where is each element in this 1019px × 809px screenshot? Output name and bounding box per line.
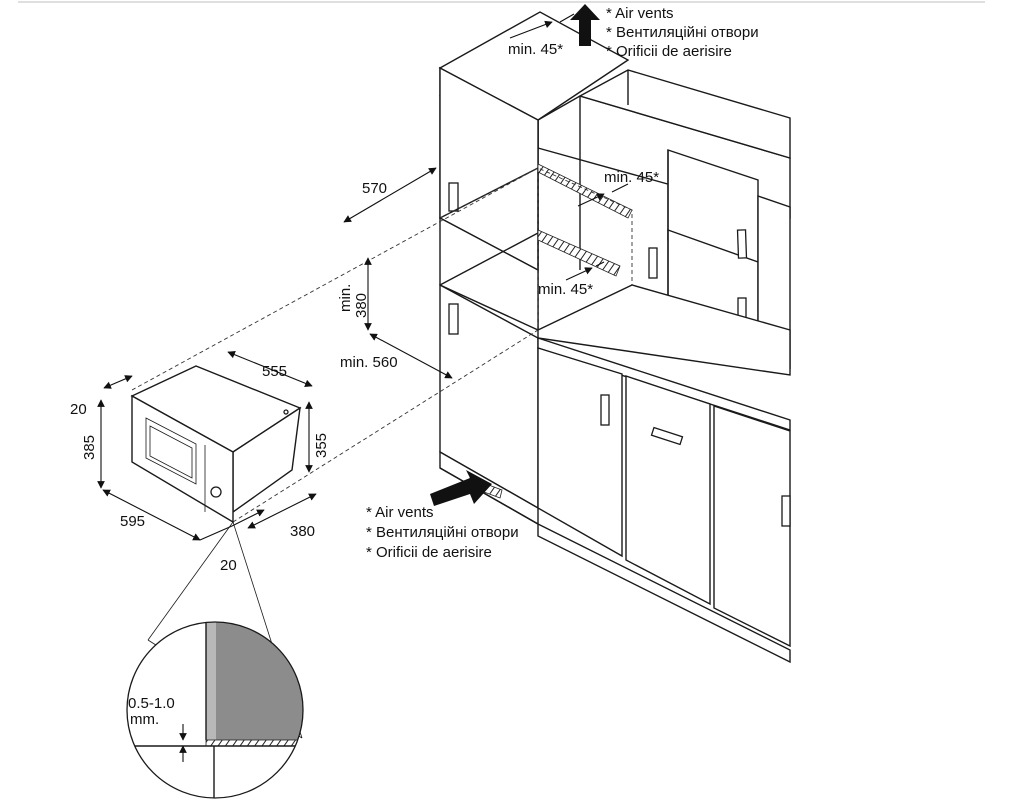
dim-vent-upper: min. 45* (604, 169, 659, 186)
dim-body-height: 355 (313, 433, 330, 458)
worktop (537, 284, 791, 376)
handle (736, 229, 748, 259)
dim-gap-line2: mm. (130, 711, 159, 728)
top-vent-line3: * Orificii de aerisire (606, 43, 732, 60)
vent-strip-lower (537, 229, 621, 277)
vent-arrow-right-icon (430, 470, 492, 506)
dim-niche-height: min. (337, 284, 354, 312)
kitchen-cabinets (438, 11, 791, 664)
handle (781, 495, 791, 527)
top-vent-callout: * Air vents * Вентиляційні отвори * Orif… (570, 4, 759, 60)
bottom-vent-line1: * Air vents (366, 504, 434, 521)
base-drawer-2 (625, 375, 711, 606)
detail-oven-frame (206, 622, 216, 740)
oven-dimensions: 20 385 595 555 355 380 20 (70, 351, 330, 574)
handle (648, 247, 658, 279)
oven-detail (283, 409, 289, 415)
bottom-vent-callout: * Air vents * Вентиляційні отвори * Orif… (366, 470, 519, 561)
dim-vent-lower: min. 45* (538, 281, 593, 298)
bottom-vent-line3: * Orificii de aerisire (366, 544, 492, 561)
vent-arrow-up-icon (570, 4, 600, 46)
dim-body-depth: 380 (290, 523, 315, 540)
dim-niche-height-value: 380 (353, 293, 370, 318)
handle (448, 182, 459, 212)
oven-window (145, 417, 197, 485)
niche-dimensions: 570 min. 380 min. 560 min. 45* min. 45* … (337, 13, 659, 379)
dim-niche-width: min. 560 (340, 354, 398, 371)
dim-frame-top: 20 (70, 401, 87, 418)
base-door-1 (537, 347, 623, 558)
microwave-oven (130, 167, 539, 739)
dim-oven-depth: 555 (262, 363, 287, 380)
dim-frame-bottom: 20 (220, 557, 237, 574)
oven-window-inner (149, 425, 193, 479)
dim-niche-depth: 570 (362, 180, 387, 197)
oven-knob (210, 486, 222, 498)
gap-detail: 0.5-1.0 mm. (126, 621, 304, 799)
bottom-vent-line2: * Вентиляційні отвори (366, 524, 519, 541)
wall-cabinets-top-back (578, 69, 791, 159)
handle (448, 303, 459, 335)
dim-oven-width: 595 (120, 513, 145, 530)
detail-oven-body (206, 622, 303, 740)
dim-niche-height-line1: min. (337, 284, 354, 312)
worktop-edge (537, 337, 791, 431)
base-door-3 (713, 405, 791, 648)
base-plinth (537, 522, 791, 664)
dim-oven-height: 385 (81, 435, 98, 460)
dim-gap-line1: 0.5-1.0 (128, 695, 175, 712)
detail-vent (205, 739, 303, 747)
top-vent-line1: * Air vents (606, 5, 674, 22)
dim-vent-top: min. 45* (508, 41, 563, 58)
detail-circle (126, 621, 304, 799)
top-vent-line2: * Вентиляційні отвори (606, 24, 759, 41)
handle (600, 394, 610, 426)
handle (650, 426, 684, 446)
